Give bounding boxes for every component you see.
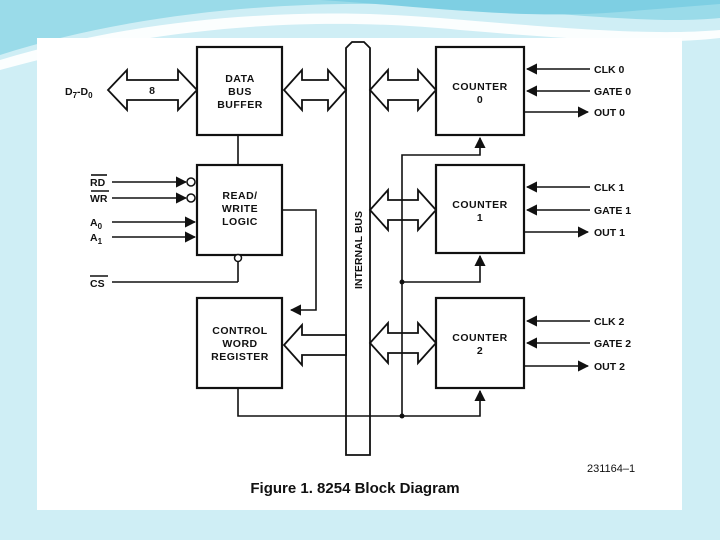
a1-input: A1 [90, 231, 197, 246]
signal-gate2: GATE 2 [594, 338, 631, 350]
signal-out2: OUT 2 [594, 361, 625, 373]
counter2-block: COUNTER 2 [434, 296, 526, 390]
svg-text:1: 1 [477, 212, 483, 224]
data-bus-buffer-block: DATA BUS BUFFER [195, 45, 284, 137]
internal-bus-label: INTERNAL BUS [353, 211, 365, 289]
buffer-to-bus-arrow [282, 67, 348, 113]
signal-out0: OUT 0 [594, 107, 625, 119]
bus-to-counter1-arrow [368, 187, 438, 233]
signal-cs: CS [90, 278, 105, 290]
rw-to-cwr-line [282, 209, 317, 316]
read-write-logic-block: READ/ WRITE LOGIC [195, 163, 284, 257]
svg-text:READ/: READ/ [222, 190, 257, 202]
rd-input: RD [90, 174, 196, 189]
signal-wr: WR [90, 193, 108, 205]
control-word-register-block: CONTROL WORD REGISTER [195, 296, 284, 390]
signal-out1: OUT 1 [594, 227, 625, 239]
data-width-label: 8 [149, 85, 155, 97]
figure-caption: Figure 1. 8254 Block Diagram [250, 480, 459, 497]
counter0-block: COUNTER 0 [434, 45, 526, 137]
bus-to-counter0-arrow [368, 67, 438, 113]
svg-text:WORD: WORD [222, 338, 257, 350]
counter1-block: COUNTER 1 [434, 163, 526, 255]
internal-bus: INTERNAL BUS [345, 41, 371, 456]
signal-gate0: GATE 0 [594, 86, 631, 98]
svg-text:BUS: BUS [228, 86, 252, 98]
signal-clk0: CLK 0 [594, 64, 624, 76]
signal-clk1: CLK 1 [594, 182, 624, 194]
svg-text:0: 0 [477, 94, 483, 106]
header-swoosh [0, 0, 720, 55]
svg-text:BUFFER: BUFFER [217, 99, 263, 111]
svg-text:REGISTER: REGISTER [211, 351, 269, 363]
counter2-signals: CLK 2 GATE 2 OUT 2 [524, 315, 631, 373]
svg-text:2: 2 [477, 345, 483, 357]
control-lines [237, 136, 486, 419]
a0-input: A0 [90, 216, 197, 231]
svg-text:COUNTER: COUNTER [452, 81, 507, 93]
svg-text:COUNTER: COUNTER [452, 199, 507, 211]
figure-ref-number: 231164–1 [587, 463, 635, 475]
svg-text:COUNTER: COUNTER [452, 332, 507, 344]
bus-to-counter2-arrow [368, 320, 438, 366]
cs-input: CS [90, 253, 243, 290]
counter0-signals: CLK 0 GATE 0 OUT 0 [524, 63, 631, 119]
signal-gate1: GATE 1 [594, 205, 631, 217]
data-bus-arrow: 8 [106, 67, 199, 113]
bus-to-cwr-arrow [282, 322, 347, 368]
signal-clk2: CLK 2 [594, 316, 624, 328]
signal-a0: A0 [90, 217, 103, 231]
signal-a1: A1 [90, 232, 103, 246]
signal-rd: RD [90, 177, 106, 189]
wr-input: WR [90, 190, 196, 205]
signal-d7-d0: D7-D0 [65, 86, 93, 100]
counter1-signals: CLK 1 GATE 1 OUT 1 [524, 181, 631, 239]
svg-text:LOGIC: LOGIC [222, 216, 258, 228]
svg-text:CONTROL: CONTROL [212, 325, 267, 337]
svg-text:DATA: DATA [225, 73, 255, 85]
svg-text:WRITE: WRITE [222, 203, 258, 215]
